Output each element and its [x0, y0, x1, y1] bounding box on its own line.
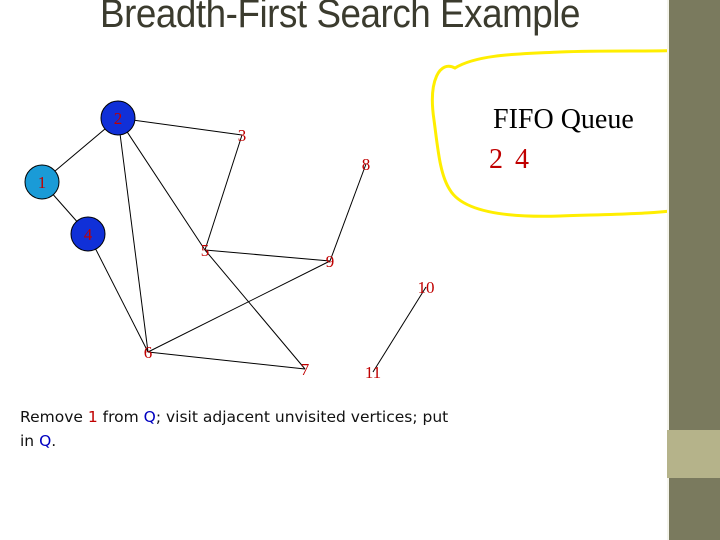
vertex-label-6: 6	[144, 343, 153, 362]
caption-text: ; visit adjacent unvisited vertices; put…	[20, 408, 449, 450]
caption: Remove 1 from Q; visit adjacent unvisite…	[20, 405, 460, 453]
caption-text: from	[97, 408, 144, 426]
queue-item: 4	[515, 144, 531, 175]
caption-queue-symbol: Q	[39, 432, 52, 450]
decorative-sidebar	[667, 0, 720, 540]
caption-text: Remove	[20, 408, 88, 426]
vertex-label-4: 4	[84, 225, 93, 244]
graph-edge-3-5	[204, 134, 243, 251]
graph-edge-4-6	[87, 233, 149, 353]
graph-edge-2-5	[117, 117, 206, 251]
graph-edge-2-3	[117, 117, 243, 136]
graph-edge-2-6	[117, 117, 149, 353]
graph-edge-5-7	[204, 249, 306, 370]
vertex-2-marker	[100, 100, 136, 136]
vertex-label-11: 11	[365, 363, 381, 382]
vertex-4-marker	[70, 216, 106, 252]
graph-edge-8-9	[329, 163, 367, 262]
vertex-label-3: 3	[238, 126, 247, 145]
slide-title: Breadth-First Search Example	[99, 0, 581, 36]
vertex-label-8: 8	[362, 155, 371, 174]
caption-queue-symbol: Q	[143, 408, 156, 426]
caption-vertex: 1	[87, 408, 98, 426]
vertex-label-2: 2	[114, 109, 123, 128]
caption-text: .	[51, 432, 57, 450]
graph-edge-6-7	[147, 351, 306, 370]
graph-edge-5-9	[204, 249, 331, 262]
vertex-label-10: 10	[418, 278, 435, 297]
queue-title: FIFO Queue	[493, 104, 634, 135]
sidebar-divider	[667, 0, 669, 540]
vertex-label-7: 7	[301, 360, 310, 379]
sidebar-accent-block	[667, 430, 720, 478]
vertex-label-9: 9	[326, 252, 335, 271]
graph-edge-6-9	[147, 260, 331, 353]
vertex-label-5: 5	[201, 241, 210, 260]
vertex-1-marker	[24, 164, 60, 200]
vertex-label-1: 1	[38, 173, 47, 192]
graph-edge-10-11	[372, 286, 427, 373]
queue-item: 2	[489, 144, 505, 175]
